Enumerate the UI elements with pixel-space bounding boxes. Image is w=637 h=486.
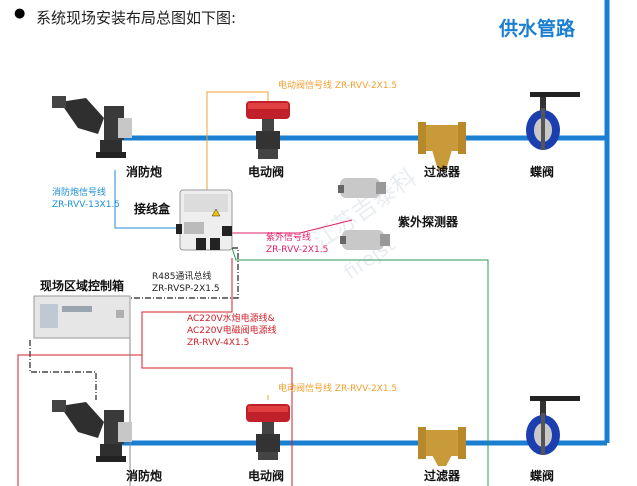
controller-cabinet-icon [33,295,131,339]
power-cable-2 [141,355,293,486]
power-label-3: ZR-RVV-4X1.5 [187,338,250,348]
cannon-signal-label-2: ZR-RVV-13X1.5 [52,200,121,210]
motor-valve-icon [246,101,290,159]
page-title: 系统现场安装布局总图如下图: [36,9,237,27]
motor-valve-signal-cable [206,91,269,400]
supply-pipe [118,0,610,446]
controller-label: 现场区域控制箱 [40,279,125,293]
green-cable [231,247,489,486]
motor-valve-signal-label-top: 电动阀信号线 ZR-RVV-2X1.5 [278,81,398,91]
rs485-cable-down [29,340,97,400]
uv-signal-label-1: 紫外信号线 [266,233,312,243]
butterfly-valve-icon [526,92,580,150]
fire-cannon-bottom-icon [52,400,132,462]
rs485-label-1: R485通讯总线 [152,272,212,282]
fire-cannon-icon [52,96,132,158]
filter-label: 过滤器 [424,165,461,179]
power-label-2: AC220V电磁阀电源线 [187,326,277,336]
uv-signal-label-2: ZR-RVV-2X1.5 [266,245,329,255]
uv-signal-cable [232,219,353,234]
cannon-bottom-label: 消防炮 [126,469,163,483]
uv-detector-icon [338,178,390,250]
motor-valve-label: 电动阀 [248,165,285,179]
power-cable [17,258,233,486]
motor-valve-bottom-icon [246,404,290,460]
motor-valve-signal-label-bottom: 电动阀信号线 ZR-RVV-2X1.5 [278,384,398,394]
junction-box-icon [176,189,233,251]
filter-bottom-label: 过滤器 [424,469,461,483]
butterfly-valve-bottom-icon [526,396,580,455]
rs485-label-2: ZR-RVSP-2X1.5 [152,284,220,294]
filter-bottom-icon [418,427,466,466]
bullet: ● [14,6,26,21]
cannon-signal-label-1: 消防炮信号线 [52,188,107,198]
junction-box-label: 接线盒 [134,202,171,216]
motor-valve-bottom-label: 电动阀 [248,469,285,483]
butterfly-valve-label: 蝶阀 [530,165,555,179]
supply-pipe-label: 供水管路 [499,18,576,40]
cannon-label: 消防炮 [126,165,163,179]
filter-icon [418,122,466,170]
uv-detector-label: 紫外探测器 [398,215,459,229]
cannon-signal-cable [114,170,178,229]
power-label-1: AC220V水炮电源线& [187,314,275,324]
butterfly-valve-bottom-label: 蝶阀 [530,469,555,483]
